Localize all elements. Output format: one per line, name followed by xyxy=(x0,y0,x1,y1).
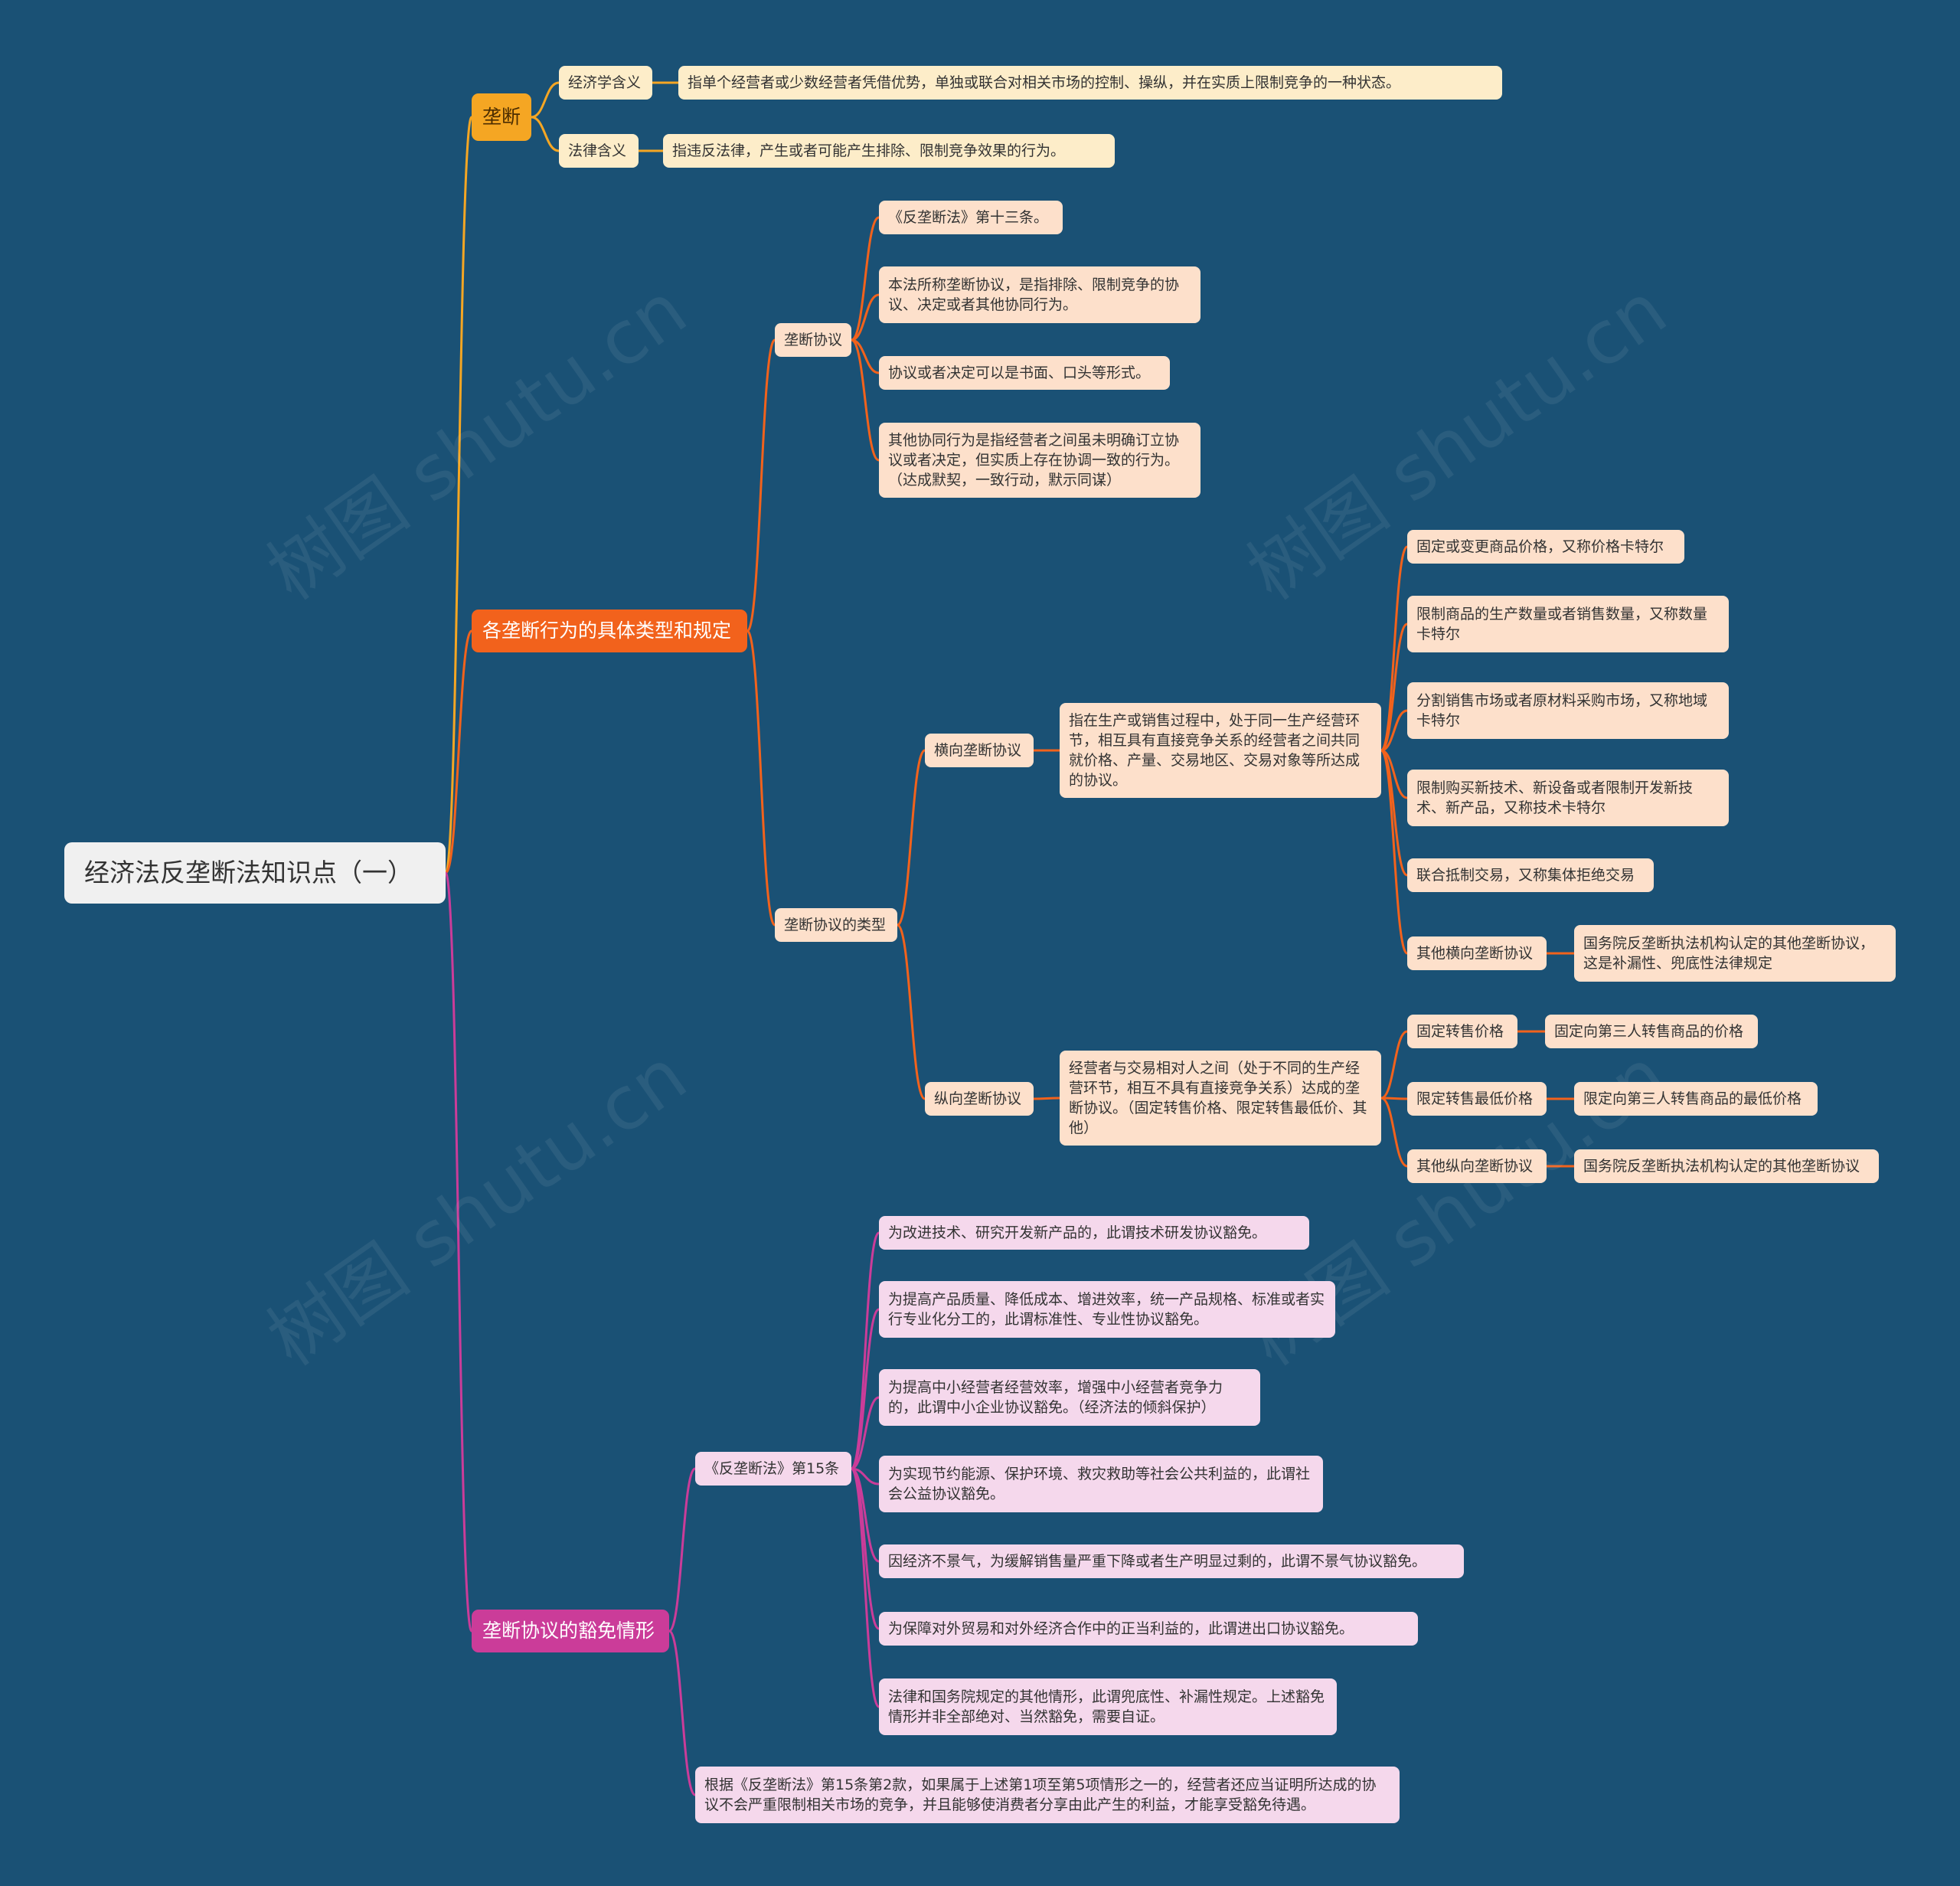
connector-branch-monopoly-to-econ-meaning-label xyxy=(531,81,560,119)
connector-vertical-desc-to-vertical-item-3-label xyxy=(1380,1097,1408,1168)
monopoly-agreement[interactable]: 垄断协议 xyxy=(775,323,851,357)
exemption-note[interactable]: 根据《反垄断法》第15条第2款，如果属于上述第1项至第5项情形之一的，经营者还应… xyxy=(695,1767,1400,1823)
agreement-types[interactable]: 垄断协议的类型 xyxy=(775,908,897,942)
connector-branch-exemption-to-art15-label xyxy=(668,1467,697,1633)
connector-monopoly-agreement-to-agreement-item-3 xyxy=(851,338,880,374)
connector-vertical-desc-to-vertical-item-1-label xyxy=(1380,1030,1408,1100)
branch-monopoly-types[interactable]: 各垄断行为的具体类型和规定 xyxy=(472,610,747,652)
art15-item-1[interactable]: 为改进技术、研究开发新产品的，此谓技术研发协议豁免。 xyxy=(879,1216,1309,1250)
connector-monopoly-agreement-to-agreement-item-4 xyxy=(851,338,880,462)
horizontal-agreement[interactable]: 横向垄断协议 xyxy=(925,734,1034,767)
connector-art15-label-to-art15-item-3 xyxy=(851,1396,880,1470)
vertical-agreement[interactable]: 纵向垄断协议 xyxy=(925,1082,1034,1116)
connector-branch-monopoly-types-to-agreement-types xyxy=(746,629,776,927)
connector-horizontal-desc-to-horizontal-item-2 xyxy=(1380,623,1408,752)
connector-vertical-agreement-to-vertical-desc xyxy=(1033,1097,1060,1100)
connector-vertical-desc-to-vertical-item-2-label xyxy=(1380,1097,1408,1100)
agreement-item-4[interactable]: 其他协同行为是指经营者之间虽未明确订立协议或者决定，但实质上存在协调一致的行为。… xyxy=(879,423,1200,498)
legal-meaning-text[interactable]: 指违反法律，产生或者可能产生排除、限制竞争效果的行为。 xyxy=(663,134,1115,168)
horizontal-other-label[interactable]: 其他横向垄断协议 xyxy=(1407,936,1547,970)
vertical-desc[interactable]: 经营者与交易相对人之间（处于不同的生产经营环节，相互不具有直接竞争关系）达成的垄… xyxy=(1060,1051,1381,1146)
horizontal-item-3[interactable]: 分割销售市场或者原材料采购市场，又称地域卡特尔 xyxy=(1407,682,1729,739)
connector-branch-monopoly-to-legal-meaning-label xyxy=(531,116,560,152)
vertical-item-2-text[interactable]: 限定向第三人转售商品的最低价格 xyxy=(1574,1082,1818,1116)
connector-monopoly-agreement-to-agreement-item-1 xyxy=(851,216,880,342)
connector-horizontal-desc-to-horizontal-item-1 xyxy=(1380,545,1409,752)
art15-label[interactable]: 《反垄断法》第15条 xyxy=(695,1452,851,1486)
root-topic[interactable]: 经济法反垄断法知识点（一） xyxy=(64,842,446,904)
vertical-item-1-label[interactable]: 固定转售价格 xyxy=(1407,1015,1517,1048)
agreement-item-3[interactable]: 协议或者决定可以是书面、口头等形式。 xyxy=(879,356,1170,390)
horizontal-item-5[interactable]: 联合抵制交易，又称集体拒绝交易 xyxy=(1407,858,1654,892)
horizontal-other-text[interactable]: 国务院反垄断执法机构认定的其他垄断协议，这是补漏性、兜底性法律规定 xyxy=(1574,925,1896,982)
connector-branch-exemption-to-exemption-note xyxy=(668,1629,697,1796)
branch-monopoly[interactable]: 垄断 xyxy=(472,93,531,141)
branch-exemption[interactable]: 垄断协议的豁免情形 xyxy=(472,1610,669,1652)
econ-meaning-label[interactable]: 经济学含义 xyxy=(559,66,652,100)
legal-meaning-label[interactable]: 法律含义 xyxy=(559,134,639,168)
connector-branch-monopoly-types-to-monopoly-agreement xyxy=(746,338,776,632)
connector-root-topic-to-branch-monopoly xyxy=(444,116,473,874)
agreement-item-1[interactable]: 《反垄断法》第十三条。 xyxy=(879,201,1063,234)
art15-item-2[interactable]: 为提高产品质量、降低成本、增进效率，统一产品规格、标准或者实行专业化分工的，此谓… xyxy=(879,1281,1335,1338)
vertical-item-3-label[interactable]: 其他纵向垄断协议 xyxy=(1407,1149,1547,1183)
art15-item-7[interactable]: 法律和国务院规定的其他情形，此谓兜底性、补漏性规定。上述豁免情形并非全部绝对、当… xyxy=(879,1678,1337,1735)
vertical-item-1-text[interactable]: 固定向第三人转售商品的价格 xyxy=(1545,1015,1758,1048)
connector-agreement-types-to-horizontal-agreement xyxy=(896,749,926,927)
art15-item-3[interactable]: 为提高中小经营者经营效率，增强中小经营者竞争力的，此谓中小企业协议豁免。（经济法… xyxy=(879,1369,1260,1426)
connector-monopoly-agreement-to-agreement-item-2 xyxy=(851,293,880,342)
connector-horizontal-desc-to-horizontal-item-3 xyxy=(1380,709,1408,752)
connector-root-topic-to-branch-exemption xyxy=(444,871,473,1633)
connector-root-topic-to-branch-monopoly-types xyxy=(444,629,473,874)
agreement-item-2[interactable]: 本法所称垄断协议，是指排除、限制竞争的协议、决定或者其他协同行为。 xyxy=(879,266,1200,323)
connector-horizontal-desc-to-horizontal-other-label xyxy=(1380,749,1409,955)
horizontal-item-2[interactable]: 限制商品的生产数量或者销售数量，又称数量卡特尔 xyxy=(1407,596,1729,652)
horizontal-item-1[interactable]: 固定或变更商品价格，又称价格卡特尔 xyxy=(1407,530,1684,564)
connector-art15-label-to-art15-item-2 xyxy=(851,1308,880,1470)
art15-item-5[interactable]: 因经济不景气，为缓解销售量严重下降或者生产明显过剩的，此谓不景气协议豁免。 xyxy=(879,1544,1464,1578)
art15-item-4[interactable]: 为实现节约能源、保护环境、救灾救助等社会公共利益的，此谓社会公益协议豁免。 xyxy=(879,1456,1323,1512)
vertical-item-2-label[interactable]: 限定转售最低价格 xyxy=(1407,1082,1547,1116)
art15-item-6[interactable]: 为保障对外贸易和对外经济合作中的正当利益的，此谓进出口协议豁免。 xyxy=(879,1612,1418,1646)
vertical-item-3-text[interactable]: 国务院反垄断执法机构认定的其他垄断协议 xyxy=(1574,1149,1879,1183)
horizontal-desc[interactable]: 指在生产或销售过程中，处于同一生产经营环节，相互具有直接竞争关系的经营者之间共同… xyxy=(1060,703,1381,798)
connector-agreement-types-to-vertical-agreement xyxy=(897,923,926,1100)
connector-horizontal-desc-to-horizontal-item-4 xyxy=(1380,749,1408,799)
connector-art15-label-to-art15-item-7 xyxy=(850,1467,880,1708)
horizontal-item-4[interactable]: 限制购买新技术、新设备或者限制开发新技术、新产品，又称技术卡特尔 xyxy=(1407,770,1729,826)
econ-meaning-text[interactable]: 指单个经营者或少数经营者凭借优势，单独或联合对相关市场的控制、操纵，并在实质上限… xyxy=(678,66,1502,100)
